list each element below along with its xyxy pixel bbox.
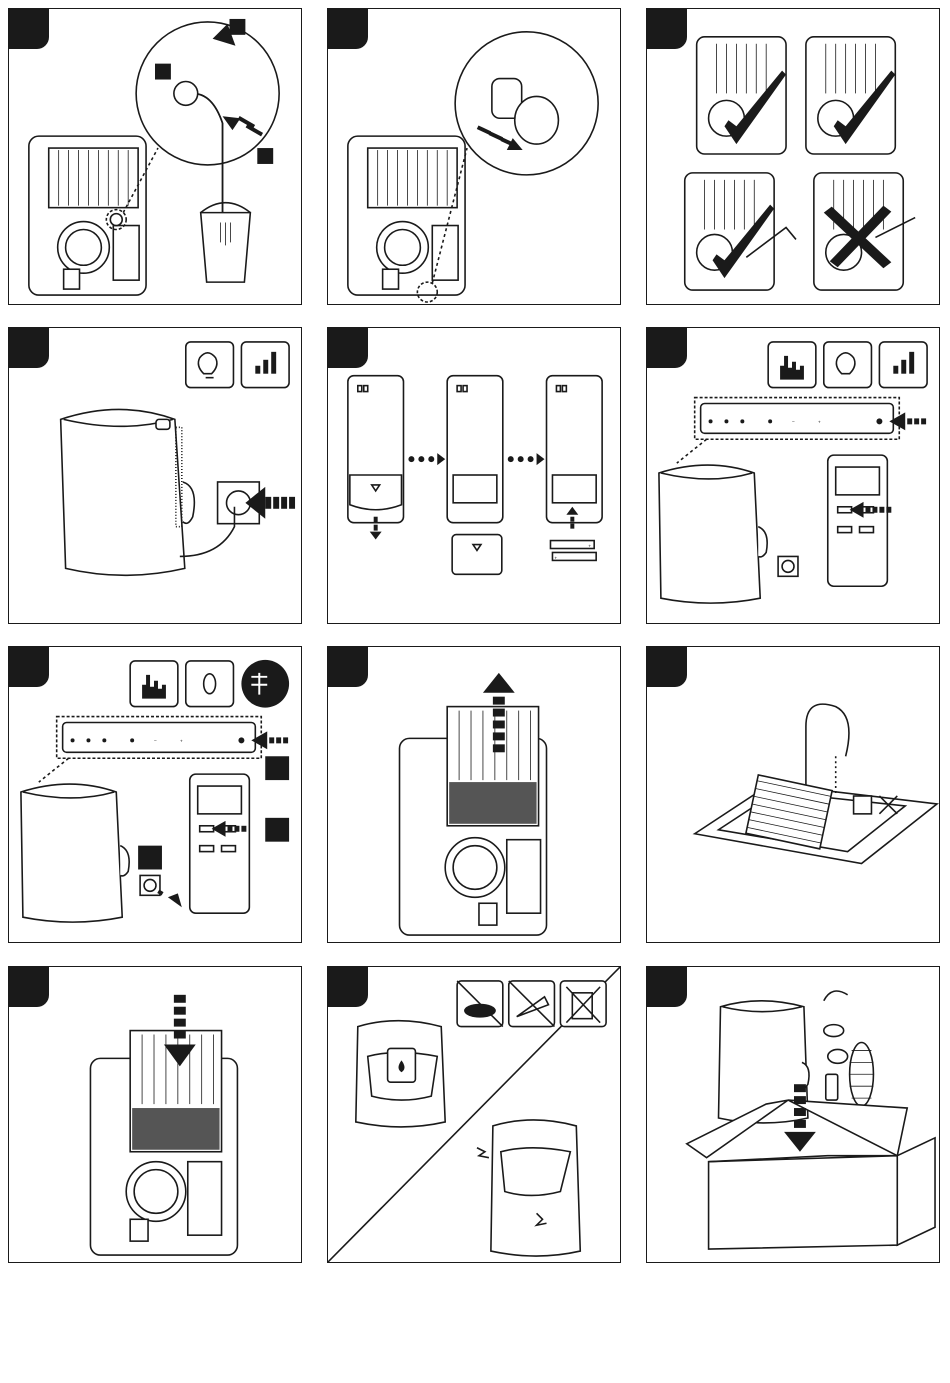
remote-back-3 (547, 376, 603, 523)
panel-storage-cover (327, 966, 621, 1263)
zoom-circle (136, 22, 279, 165)
light-bulb-icon (824, 342, 872, 388)
panel-drain-water (8, 8, 302, 305)
panel-power-off-unplug: − + (8, 646, 302, 943)
ac-unit-rear (90, 1031, 237, 1255)
svg-text:−: − (792, 420, 795, 425)
remote-control (190, 774, 250, 913)
unplug-icon (241, 660, 289, 708)
control-panel-strip: − + (695, 398, 900, 440)
square-marker (257, 148, 273, 164)
signal-bars-icon (241, 342, 289, 388)
panel-insert-remote-batteries: + + (327, 327, 621, 624)
batteries: + + (550, 541, 596, 562)
hose-connector (828, 1049, 848, 1063)
remote-control (826, 1074, 838, 1100)
remote-control (828, 455, 888, 586)
remote-back-2 (447, 376, 503, 575)
ac-unit-uncovered (477, 1120, 580, 1256)
svg-text:−: − (154, 739, 157, 744)
panel-drain-hose-routing (646, 8, 940, 305)
zero-icon (186, 661, 234, 707)
panel-plug-in-power (8, 327, 302, 624)
remote-back-1 (348, 376, 404, 523)
square-marker (138, 846, 162, 870)
mini-unit-3 (685, 173, 796, 290)
ac-unit-front (21, 784, 129, 922)
panel-power-on: − + (646, 327, 940, 624)
light-bulb-icon (186, 342, 234, 388)
square-marker (265, 818, 289, 842)
panel-wash-filter (646, 646, 940, 943)
svg-text:+: + (818, 420, 821, 425)
ac-unit-rear (348, 136, 465, 295)
svg-text:+: + (554, 556, 557, 561)
panel-close-drain-plug (327, 8, 621, 305)
window-adapter (824, 1025, 844, 1037)
faucet (806, 704, 849, 796)
ring (824, 991, 848, 1001)
square-marker (229, 19, 245, 35)
square-marker (265, 756, 289, 780)
no-bin-icon (560, 981, 606, 1027)
panel-packing (646, 966, 940, 1263)
ac-unit-rear (29, 136, 146, 295)
svg-text:+: + (180, 739, 183, 744)
exhaust-hose (850, 1042, 874, 1106)
cardboard-box (687, 1100, 935, 1249)
ac-unit-covered (356, 1021, 445, 1127)
ac-unit-front (659, 465, 767, 603)
signal-bars-icon (879, 342, 927, 388)
svg-text:+: + (588, 545, 591, 550)
hand-press-icon (130, 661, 178, 707)
hand-press-icon (768, 342, 816, 388)
panel-remove-filter (327, 646, 621, 943)
square-marker (155, 64, 171, 80)
ac-unit-front (61, 409, 195, 575)
no-scraper-icon (509, 981, 555, 1027)
ac-unit-rear (400, 707, 547, 935)
control-panel-strip: − + (57, 717, 262, 759)
panel-insert-filter (8, 966, 302, 1263)
no-brush-icon (457, 981, 503, 1027)
